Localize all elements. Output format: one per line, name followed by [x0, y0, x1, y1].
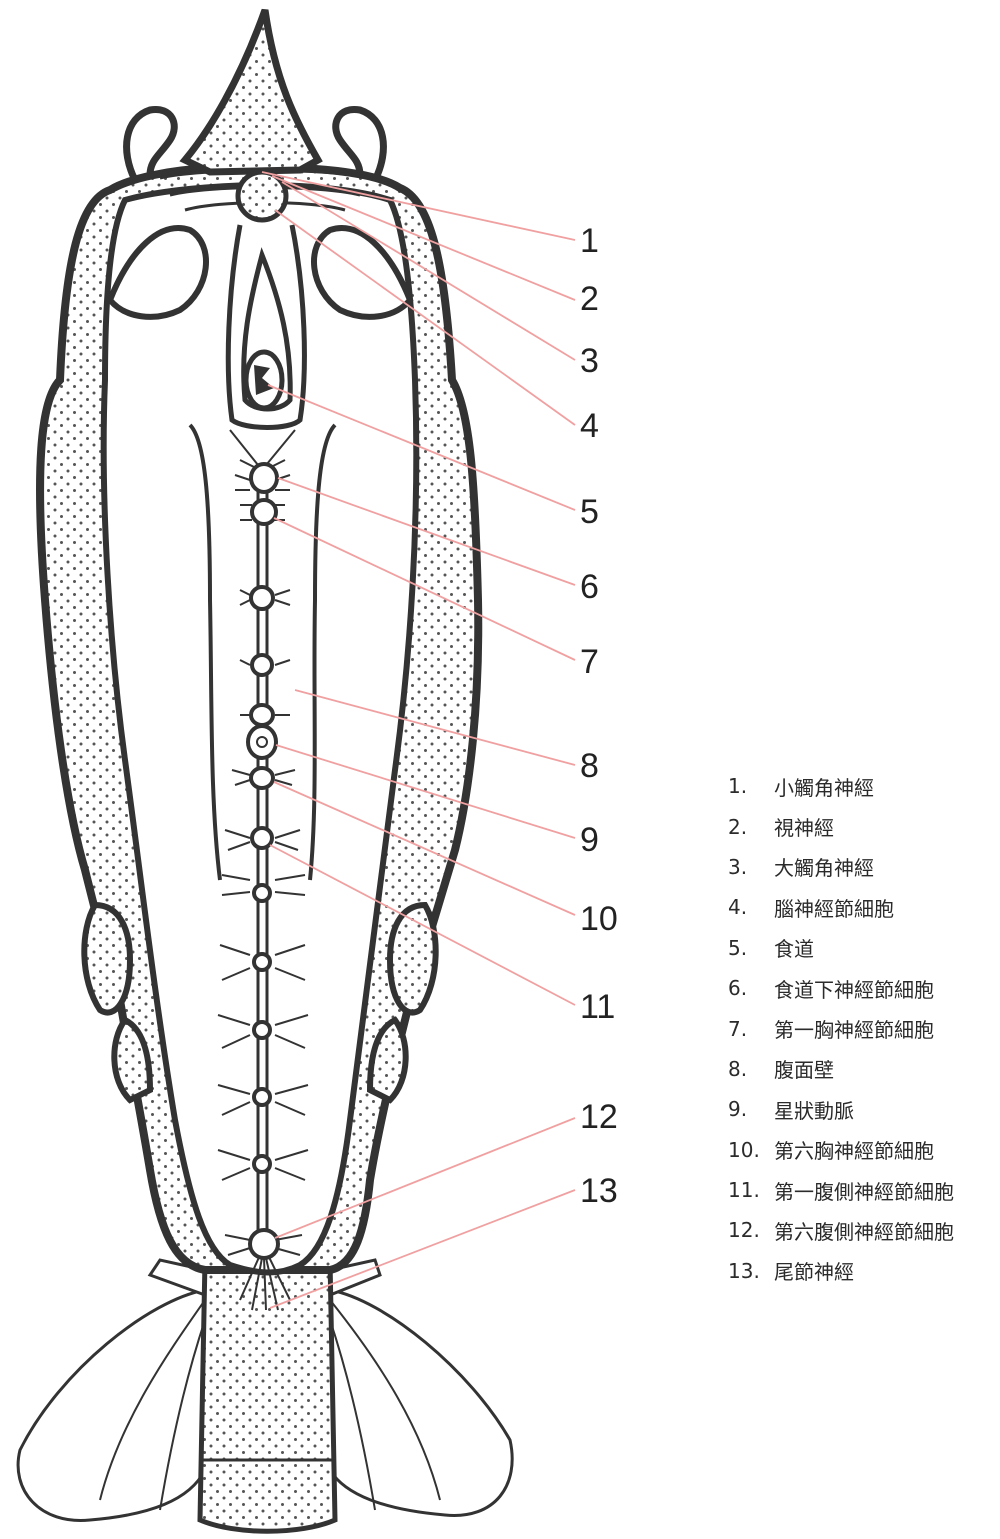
legend-number: 12.	[728, 1218, 760, 1243]
ganglion	[250, 653, 274, 677]
ganglion	[252, 883, 272, 903]
legend-item: 3. 大觸角神經	[728, 847, 998, 887]
ganglia	[246, 462, 280, 1260]
callout-1: 1	[580, 222, 599, 260]
legend-label: 視神經	[774, 816, 834, 841]
callout-9: 9	[580, 821, 599, 859]
ganglion	[252, 1087, 272, 1107]
legend-label: 食道	[774, 937, 814, 962]
nerve-cord	[256, 490, 269, 1240]
legend-number: 2.	[728, 814, 748, 839]
callout-numbers: 1 2 3 4 5 6 7 8 9 10 11 12 13	[580, 222, 618, 1210]
abdominal-segments	[81, 901, 439, 1104]
legend-number: 3.	[728, 854, 748, 879]
legend-number: 13.	[728, 1258, 760, 1283]
legend-item: 12. 第六腹側神經節細胞	[728, 1210, 998, 1250]
legend-number: 10.	[728, 1137, 760, 1162]
legend-item: 13. 尾節神經	[728, 1251, 998, 1291]
legend: 1. 小觸角神經 2. 視神經 3. 大觸角神經 4. 腦神經節細胞 5. 食道 6. 食道…	[728, 766, 998, 1291]
callout-12: 12	[580, 1098, 618, 1136]
legend-label: 腦神經節細胞	[774, 896, 894, 921]
legend-label: 食道下神經節細胞	[774, 977, 934, 1002]
eyestalk-right	[332, 106, 387, 182]
legend-item: 9. 星狀動脈	[728, 1089, 998, 1129]
callout-3: 3	[580, 342, 599, 380]
ganglion	[252, 1020, 272, 1040]
ganglion	[249, 766, 275, 790]
callout-2: 2	[580, 280, 599, 318]
legend-label: 腹面壁	[774, 1058, 834, 1083]
legend-number: 7.	[728, 1016, 748, 1041]
legend-label: 小觸角神經	[774, 775, 874, 800]
legend-number: 6.	[728, 976, 748, 1001]
legend-label: 大觸角神經	[774, 856, 874, 881]
ganglion	[249, 585, 275, 611]
callout-6: 6	[580, 568, 599, 606]
callout-5: 5	[580, 493, 599, 531]
legend-number: 11.	[728, 1178, 760, 1203]
ganglion	[250, 826, 274, 850]
ventral-wall	[188, 423, 337, 881]
legend-label: 尾節神經	[774, 1260, 854, 1285]
legend-item: 6. 食道下神經節細胞	[728, 968, 998, 1008]
legend-number: 1.	[728, 774, 748, 799]
legend-label: 第一腹側神經節細胞	[774, 1179, 954, 1204]
telson	[197, 1257, 338, 1534]
callout-7: 7	[580, 643, 599, 681]
ganglion	[252, 952, 272, 972]
legend-label: 星狀動脈	[774, 1098, 854, 1123]
callout-4: 4	[580, 407, 599, 445]
legend-number: 8.	[728, 1056, 748, 1081]
callout-8: 8	[580, 747, 599, 785]
ganglion	[249, 703, 275, 727]
legend-item: 1. 小觸角神經	[728, 766, 998, 806]
rostrum	[179, 8, 323, 176]
legend-label: 第六胸神經節細胞	[774, 1139, 934, 1164]
callout-11: 11	[580, 988, 615, 1026]
legend-item: 11. 第一腹側神經節細胞	[728, 1170, 998, 1210]
tail-fan	[16, 1258, 514, 1522]
leader-lines	[261, 171, 576, 1309]
legend-item: 4. 腦神經節細胞	[728, 887, 998, 927]
legend-item: 10. 第六胸神經節細胞	[728, 1130, 998, 1170]
legend-item: 7. 第一胸神經節細胞	[728, 1008, 998, 1048]
legend-number: 9.	[728, 1097, 748, 1122]
ganglion	[248, 1228, 280, 1260]
legend-number: 5.	[728, 935, 748, 960]
callout-13: 13	[580, 1172, 618, 1210]
ganglion	[252, 1154, 272, 1174]
legend-item: 2. 視神經	[728, 806, 998, 846]
eyestalk-left	[123, 106, 178, 182]
eye-socket-left	[106, 225, 209, 320]
ganglion	[249, 462, 279, 494]
esophagus	[243, 349, 285, 411]
ganglion	[250, 498, 278, 526]
legend-item: 5. 食道	[728, 928, 998, 968]
legend-label: 第一胸神經節細胞	[774, 1018, 934, 1043]
legend-number: 4.	[728, 895, 748, 920]
legend-label: 第六腹側神經節細胞	[774, 1219, 954, 1244]
legend-item: 8. 腹面壁	[728, 1049, 998, 1089]
callout-10: 10	[580, 900, 618, 938]
